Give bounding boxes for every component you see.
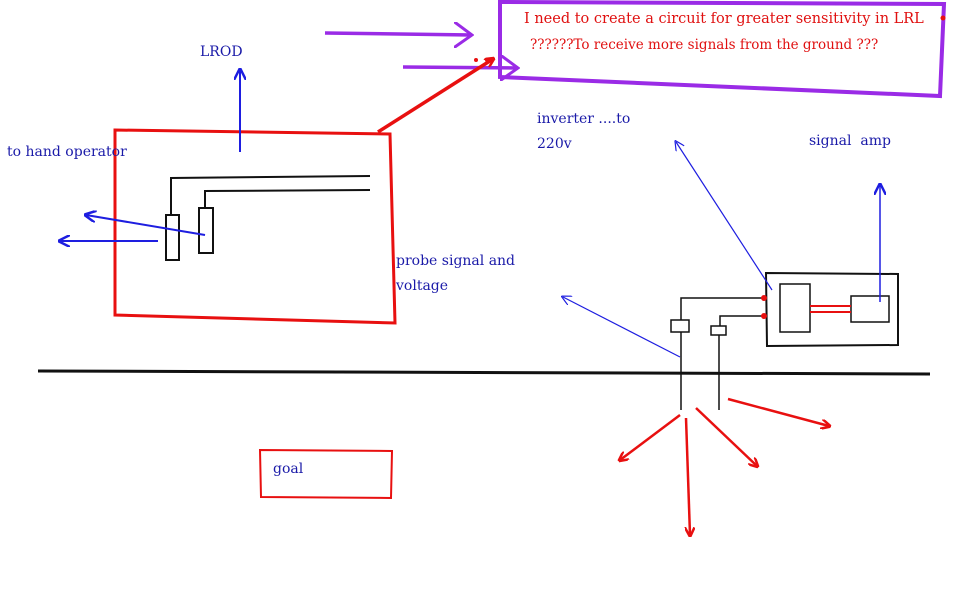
amp-enclosure bbox=[764, 271, 899, 348]
signal-ray-3 bbox=[695, 407, 757, 466]
signal-ray-2 bbox=[686, 417, 690, 535]
circuit-wire-left bbox=[680, 297, 764, 320]
inverter-arrow bbox=[676, 142, 773, 291]
probe-label-line-2: voltage bbox=[396, 278, 449, 294]
lrod-label: LROD bbox=[200, 44, 243, 60]
red-link-to-note bbox=[377, 59, 493, 134]
terminal-dot-1 bbox=[761, 295, 767, 301]
rod-wire-lower bbox=[204, 189, 371, 208]
hand-operator-label: to hand operator bbox=[7, 144, 127, 160]
signal-ray-4 bbox=[727, 397, 829, 426]
inverter-block bbox=[779, 283, 811, 333]
purple-arrow-bottom bbox=[402, 67, 518, 68]
circuit-wire-right bbox=[719, 315, 764, 326]
probe-label-line-1: probe signal and bbox=[396, 253, 516, 269]
amp-block bbox=[850, 295, 890, 323]
ground-line bbox=[37, 369, 931, 376]
rod-handle-left bbox=[165, 214, 180, 261]
inverter-label-line-1: inverter ....to bbox=[537, 111, 631, 127]
terminal-dot-2 bbox=[761, 313, 767, 319]
probe-signal-arrow bbox=[563, 297, 681, 358]
goal-box bbox=[258, 448, 394, 500]
probe-clip-right bbox=[710, 325, 727, 336]
note-line-2: ??????To receive more signals from the g… bbox=[530, 37, 879, 53]
red-dot-2 bbox=[485, 58, 489, 62]
note-dot bbox=[940, 15, 946, 21]
purple-arrow-top bbox=[324, 33, 472, 35]
inverter-label-line-2: 220v bbox=[537, 136, 572, 152]
rod-handle-right bbox=[198, 207, 214, 254]
signal-amp-label: signal amp bbox=[809, 133, 891, 149]
goal-label: goal bbox=[273, 461, 304, 477]
red-dot-1 bbox=[474, 58, 478, 62]
probe-clip-left bbox=[670, 319, 690, 333]
probe-box bbox=[113, 128, 397, 325]
note-line-1: I need to create a circuit for greater s… bbox=[524, 11, 924, 27]
rod-wire-upper bbox=[170, 175, 371, 215]
note-box bbox=[498, 0, 947, 99]
hand-arrow-upper bbox=[86, 215, 206, 236]
signal-ray-1 bbox=[620, 414, 681, 460]
